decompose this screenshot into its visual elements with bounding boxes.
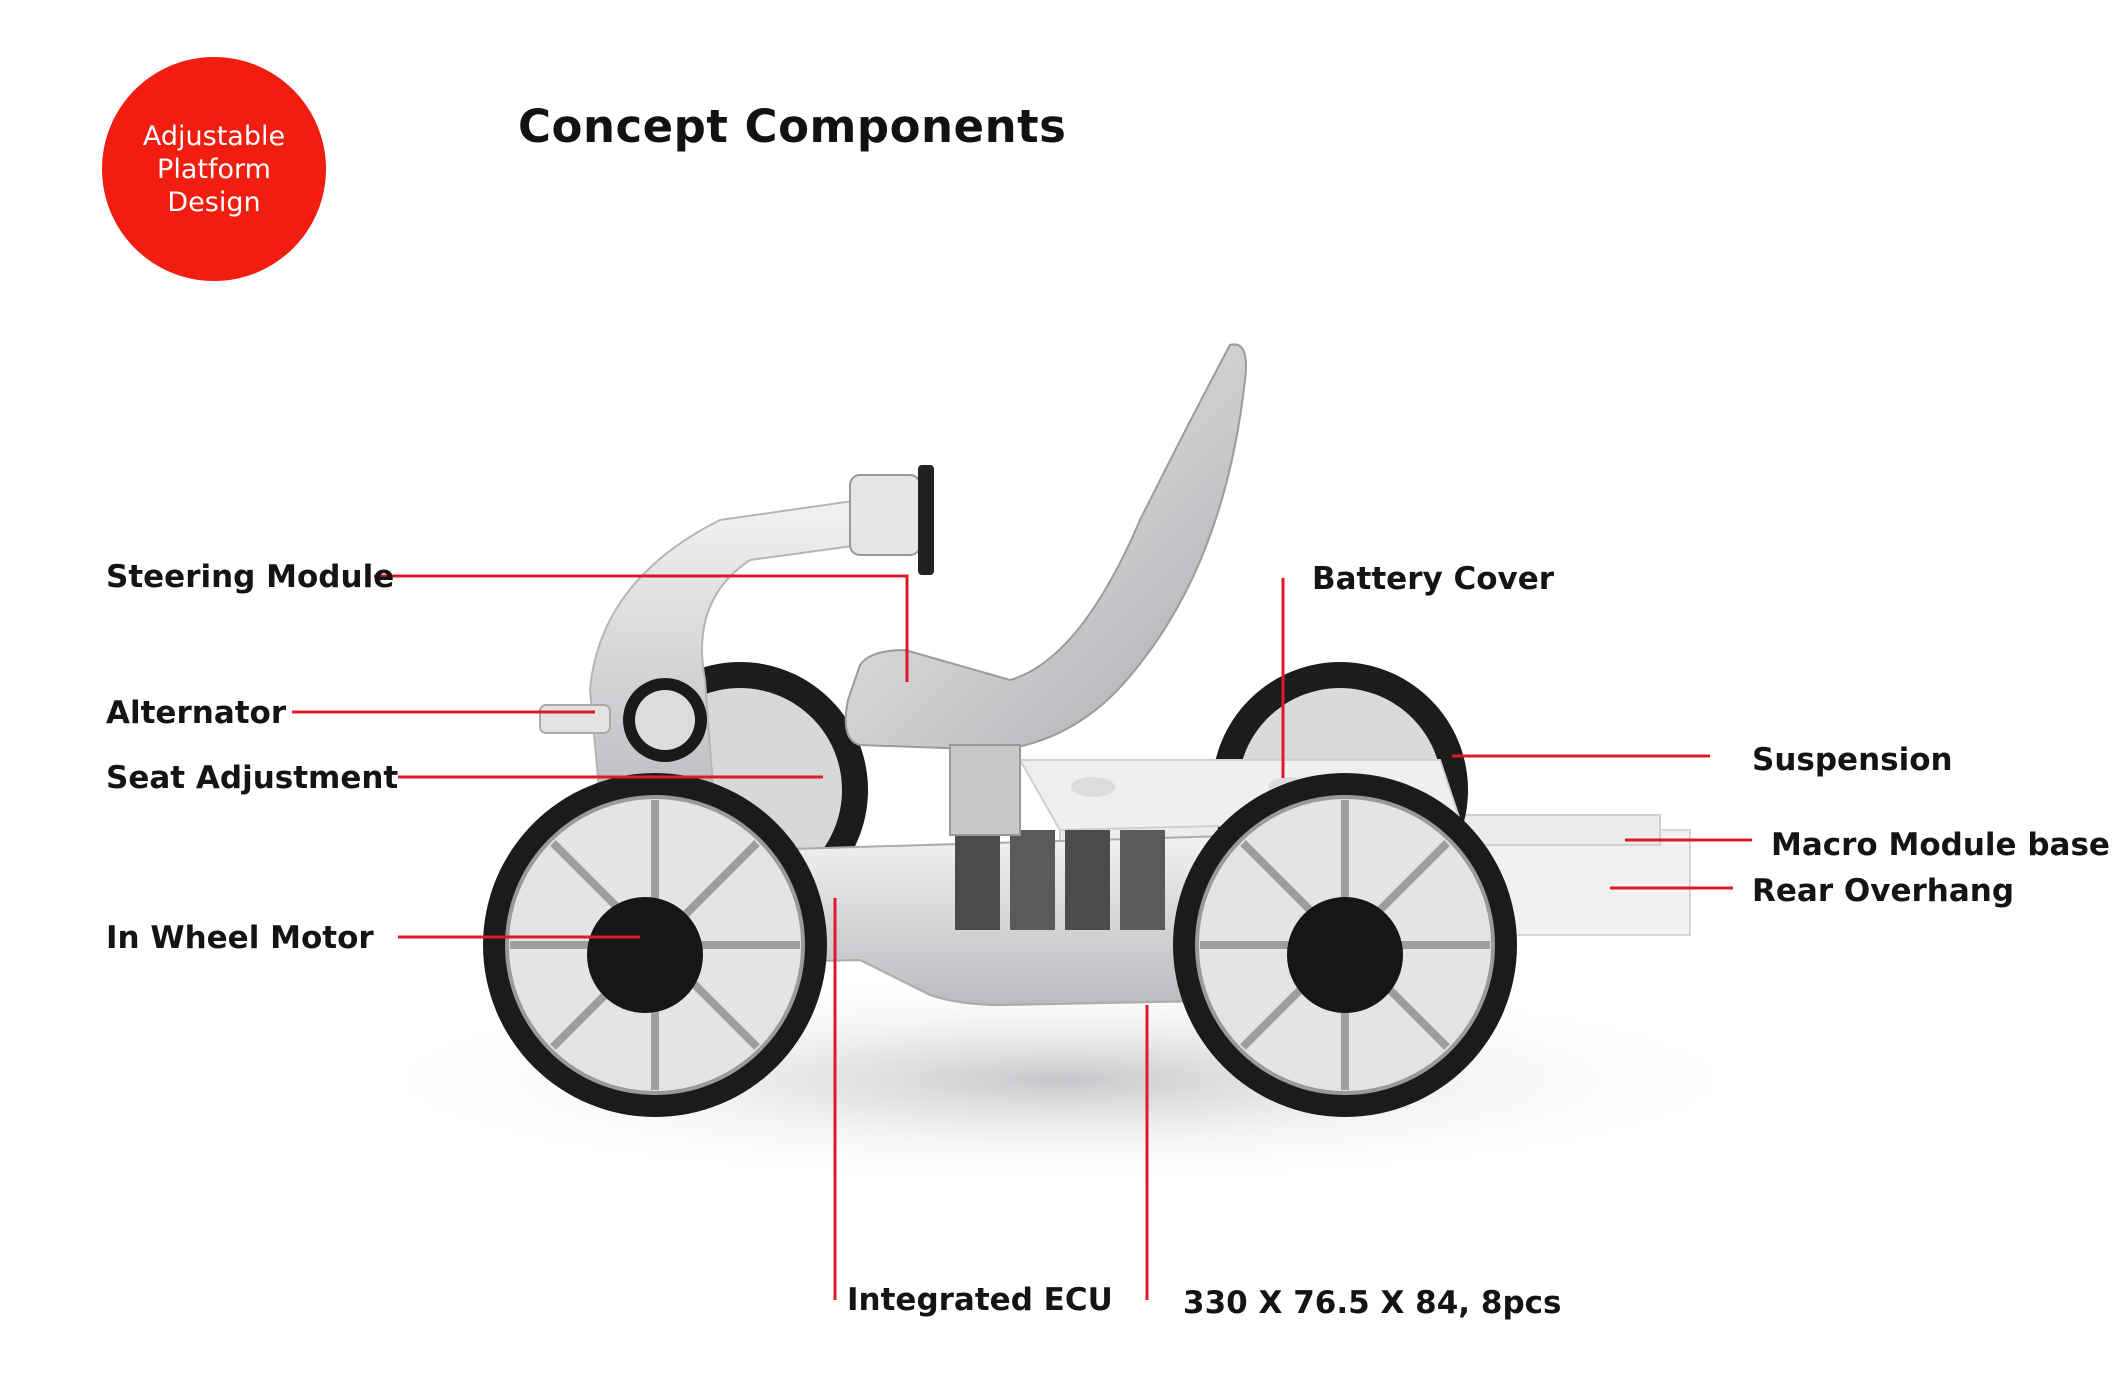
page-title: Concept Components [518, 100, 1067, 153]
leader-steering-module [374, 574, 909, 682]
label-rear-overhang: Rear Overhang [1752, 873, 2015, 909]
label-macro-module-base: Macro Module base [1771, 827, 2110, 863]
battery-cell [1010, 830, 1055, 930]
label-in-wheel-motor: In Wheel Motor [106, 920, 374, 956]
seat [844, 343, 1247, 752]
label-integrated-ecu: Integrated ECU [847, 1282, 1113, 1318]
battery-cell [1065, 830, 1110, 930]
label-seat-adjustment: Seat Adjustment [106, 760, 399, 796]
label-battery-cover: Battery Cover [1312, 561, 1555, 597]
label-battery-spec: 330 X 76.5 X 84, 8pcs [1183, 1285, 1562, 1321]
battery-cell [1120, 830, 1165, 930]
label-steering-module: Steering Module [106, 559, 395, 595]
adjustable-platform-badge: Adjustable Platform Design [102, 57, 326, 281]
label-alternator: Alternator [106, 695, 287, 731]
front-left-wheel [483, 773, 827, 1117]
front-right-wheel [1173, 773, 1517, 1117]
badge-text: Adjustable Platform Design [142, 120, 286, 218]
steering-handle [849, 474, 921, 556]
seat-post [949, 744, 1021, 836]
label-suspension: Suspension [1752, 742, 1953, 778]
battery-cell [955, 830, 1000, 930]
